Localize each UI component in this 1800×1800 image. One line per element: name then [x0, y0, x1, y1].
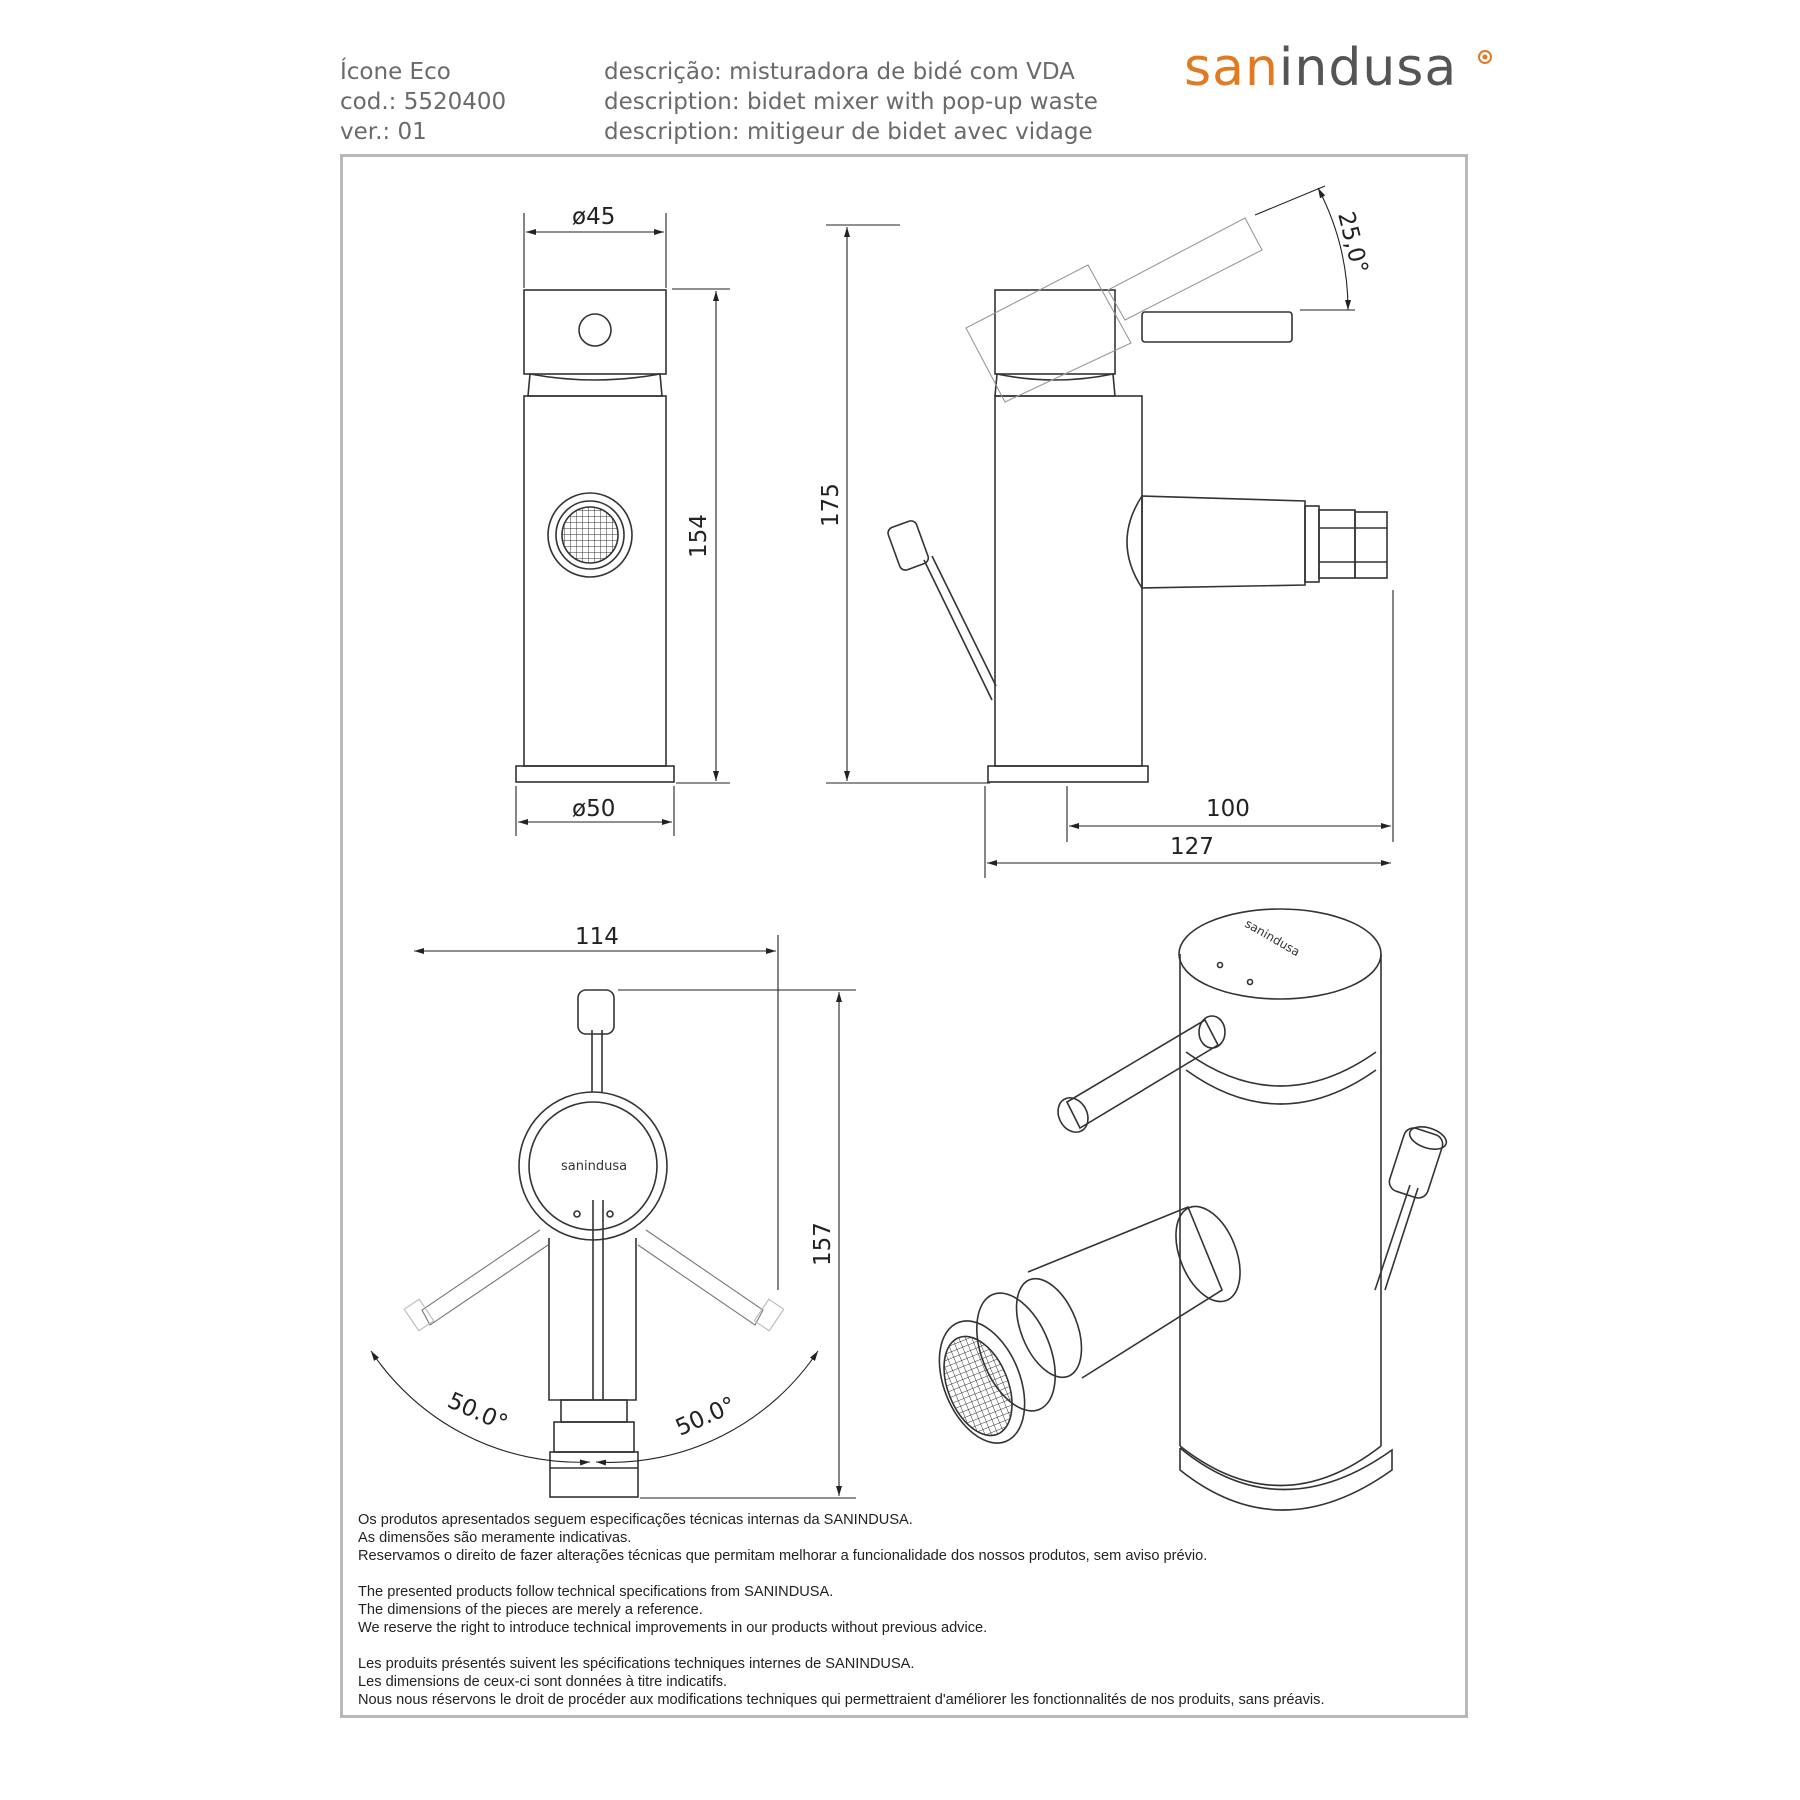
logo-part-san: san: [1184, 38, 1279, 98]
dim-top-diameter: ø45: [572, 204, 615, 230]
side-dimensions: [826, 185, 1394, 878]
front-view: [515, 289, 675, 783]
header-left: Ícone Eco cod.: 5520400 ver.: 01: [340, 57, 506, 147]
brand-mark-iso: sanindusa: [1243, 916, 1303, 959]
note-en-2: The dimensions of the pieces are merely …: [358, 1602, 703, 1618]
dim-right-swing: 50.0°: [672, 1392, 740, 1441]
aerator-mesh-icon: [561, 506, 619, 564]
brand-marks: sanindusa sanindusa: [561, 916, 1302, 1174]
dim-total-height: 175: [818, 483, 844, 527]
note-pt-1: Os produtos apresentados seguem especifi…: [358, 1512, 913, 1528]
control-hole-icon: [578, 313, 612, 347]
header-descriptions: descrição: misturadora de bidé com VDA d…: [604, 57, 1098, 147]
legal-notes: Os produtos apresentados seguem especifi…: [358, 1511, 1325, 1709]
brand-mark-top: sanindusa: [561, 1159, 627, 1174]
top-dimensions: [370, 935, 856, 1499]
dim-top-width: 114: [575, 924, 619, 950]
dim-body-height: 154: [686, 514, 712, 558]
note-en-3: We reserve the right to introduce techni…: [358, 1620, 988, 1636]
note-pt-2: As dimensões são meramente indicativas.: [358, 1530, 632, 1546]
note-pt-3: Reservamos o direito de fazer alterações…: [358, 1548, 1208, 1564]
dim-total-depth: 127: [1170, 834, 1214, 860]
description-en: description: bidet mixer with pop-up was…: [604, 89, 1098, 115]
note-fr-3: Nous nous réservons le droit de procéder…: [358, 1692, 1325, 1708]
front-dimensions: [515, 213, 730, 836]
product-name: Ícone Eco: [340, 59, 451, 85]
dim-plan-height: 157: [810, 1222, 836, 1266]
note-en-1: The presented products follow technical …: [358, 1584, 834, 1600]
description-fr: description: mitigeur de bidet avec vida…: [604, 119, 1093, 145]
description-pt: descrição: misturadora de bidé com VDA: [604, 59, 1075, 85]
logo-part-indusa: indusa: [1278, 38, 1458, 98]
product-code: cod.: 5520400: [340, 89, 507, 115]
logo-mark-icon: [1478, 50, 1492, 64]
side-view: [887, 217, 1388, 783]
lever-handle: [1141, 311, 1293, 343]
brand-logo: sanindusa: [1184, 38, 1457, 98]
note-fr-2: Les dimensions de ceux-ci sont données à…: [358, 1674, 728, 1690]
isometric-view: [938, 908, 1448, 1511]
drawing-frame: [340, 154, 1468, 1718]
aerator-mesh-iso-icon: [943, 1335, 1013, 1437]
product-version: ver.: 01: [340, 119, 427, 145]
dimension-labels: ø45 ø50 154 175 25,0° 100 127 114 157 50…: [444, 204, 1373, 1441]
note-fr-1: Les produits présentés suivent les spéci…: [358, 1656, 915, 1672]
dim-lever-angle: 25,0°: [1332, 209, 1372, 276]
dim-base-diameter: ø50: [572, 796, 615, 822]
dim-spout-reach: 100: [1206, 796, 1250, 822]
dim-left-swing: 50.0°: [444, 1388, 512, 1437]
